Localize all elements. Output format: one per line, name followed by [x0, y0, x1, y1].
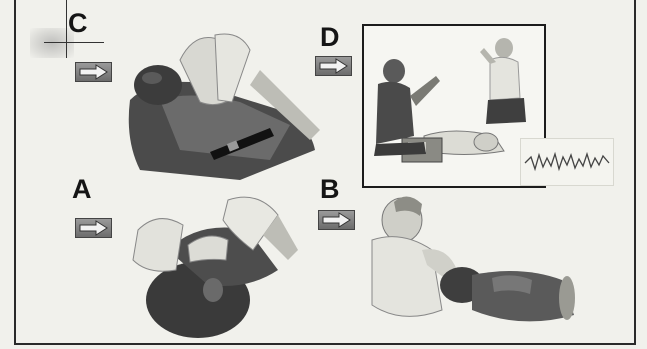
defibrillation-photo [362, 24, 546, 188]
right-arrow-icon [75, 218, 112, 238]
right-arrow-icon [75, 62, 112, 82]
right-arrow-icon [315, 56, 352, 76]
crop-mark-horizontal [44, 42, 104, 43]
panel-d-label: D [320, 24, 340, 51]
right-arrow-icon [318, 210, 355, 230]
defibrillation-illustration [364, 26, 544, 186]
crop-mark-vertical [66, 0, 67, 58]
airway-head-tilt-illustration [128, 190, 298, 340]
rescue-breathing-illustration [362, 190, 582, 340]
panel-b-label: B [320, 176, 340, 203]
ecg-rhythm-strip [520, 138, 614, 186]
panel-c-label: C [68, 10, 88, 37]
chest-compression-illustration [120, 30, 320, 180]
panel-a-label: A [72, 176, 92, 203]
